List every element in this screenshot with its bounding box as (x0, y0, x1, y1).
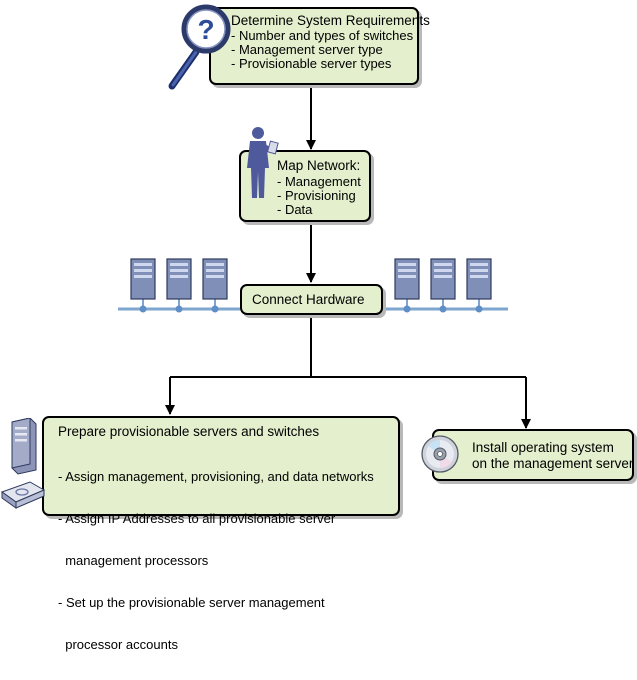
server-and-switch-icon (0, 418, 46, 509)
connector-layer (118, 85, 531, 429)
step-requirements-box: Determine System Requirements - Number a… (209, 7, 430, 85)
server-tower-icon (466, 258, 492, 313)
server-tower-icon (430, 258, 456, 313)
list-item: - Set up the provisionable server manage… (58, 595, 325, 610)
step-connect-hardware-title: Connect Hardware (252, 292, 365, 307)
person-with-clipboard-icon (247, 127, 279, 198)
list-item: processor accounts (58, 637, 178, 652)
list-item: - Management server type (231, 42, 383, 57)
step-map-network-title: Map Network: (277, 158, 361, 173)
step-install-line-2: on the management server (472, 456, 634, 471)
step-install-line-1: Install operating system (472, 440, 614, 455)
step-install-box: Install operating system on the manageme… (432, 429, 634, 481)
list-item: - Assign IP Addresses to all provisionab… (58, 511, 336, 526)
magnifier-question-icon: ? (168, 4, 231, 90)
list-item: - Data (277, 202, 313, 217)
svg-text:?: ? (197, 14, 214, 45)
step-prepare-title: Prepare provisionable servers and switch… (58, 424, 320, 439)
server-tower-icon (394, 258, 420, 313)
server-tower-icon (166, 258, 192, 313)
server-tower-icon (202, 258, 228, 313)
step-requirements-title: Determine System Requirements (231, 13, 430, 28)
list-item: - Number and types of switches (231, 28, 414, 43)
list-item: - Provisioning (277, 188, 356, 203)
step-map-network-list: - Management - Provisioning - Data (277, 175, 361, 217)
server-tower-icon (130, 258, 156, 313)
cd-disc-icon (421, 435, 459, 473)
step-prepare-box: Prepare provisionable servers and switch… (42, 416, 400, 652)
step-requirements-list: - Number and types of switches - Managem… (231, 29, 413, 71)
list-item: - Management (277, 174, 361, 189)
step-connect-hardware-box: Connect Hardware (240, 284, 383, 315)
list-item: - Assign management, provisioning, and d… (58, 469, 374, 484)
step-prepare-list: - Assign management, provisioning, and d… (58, 442, 374, 680)
list-item: - Provisionable server types (231, 56, 392, 71)
list-item: management processors (58, 553, 209, 568)
